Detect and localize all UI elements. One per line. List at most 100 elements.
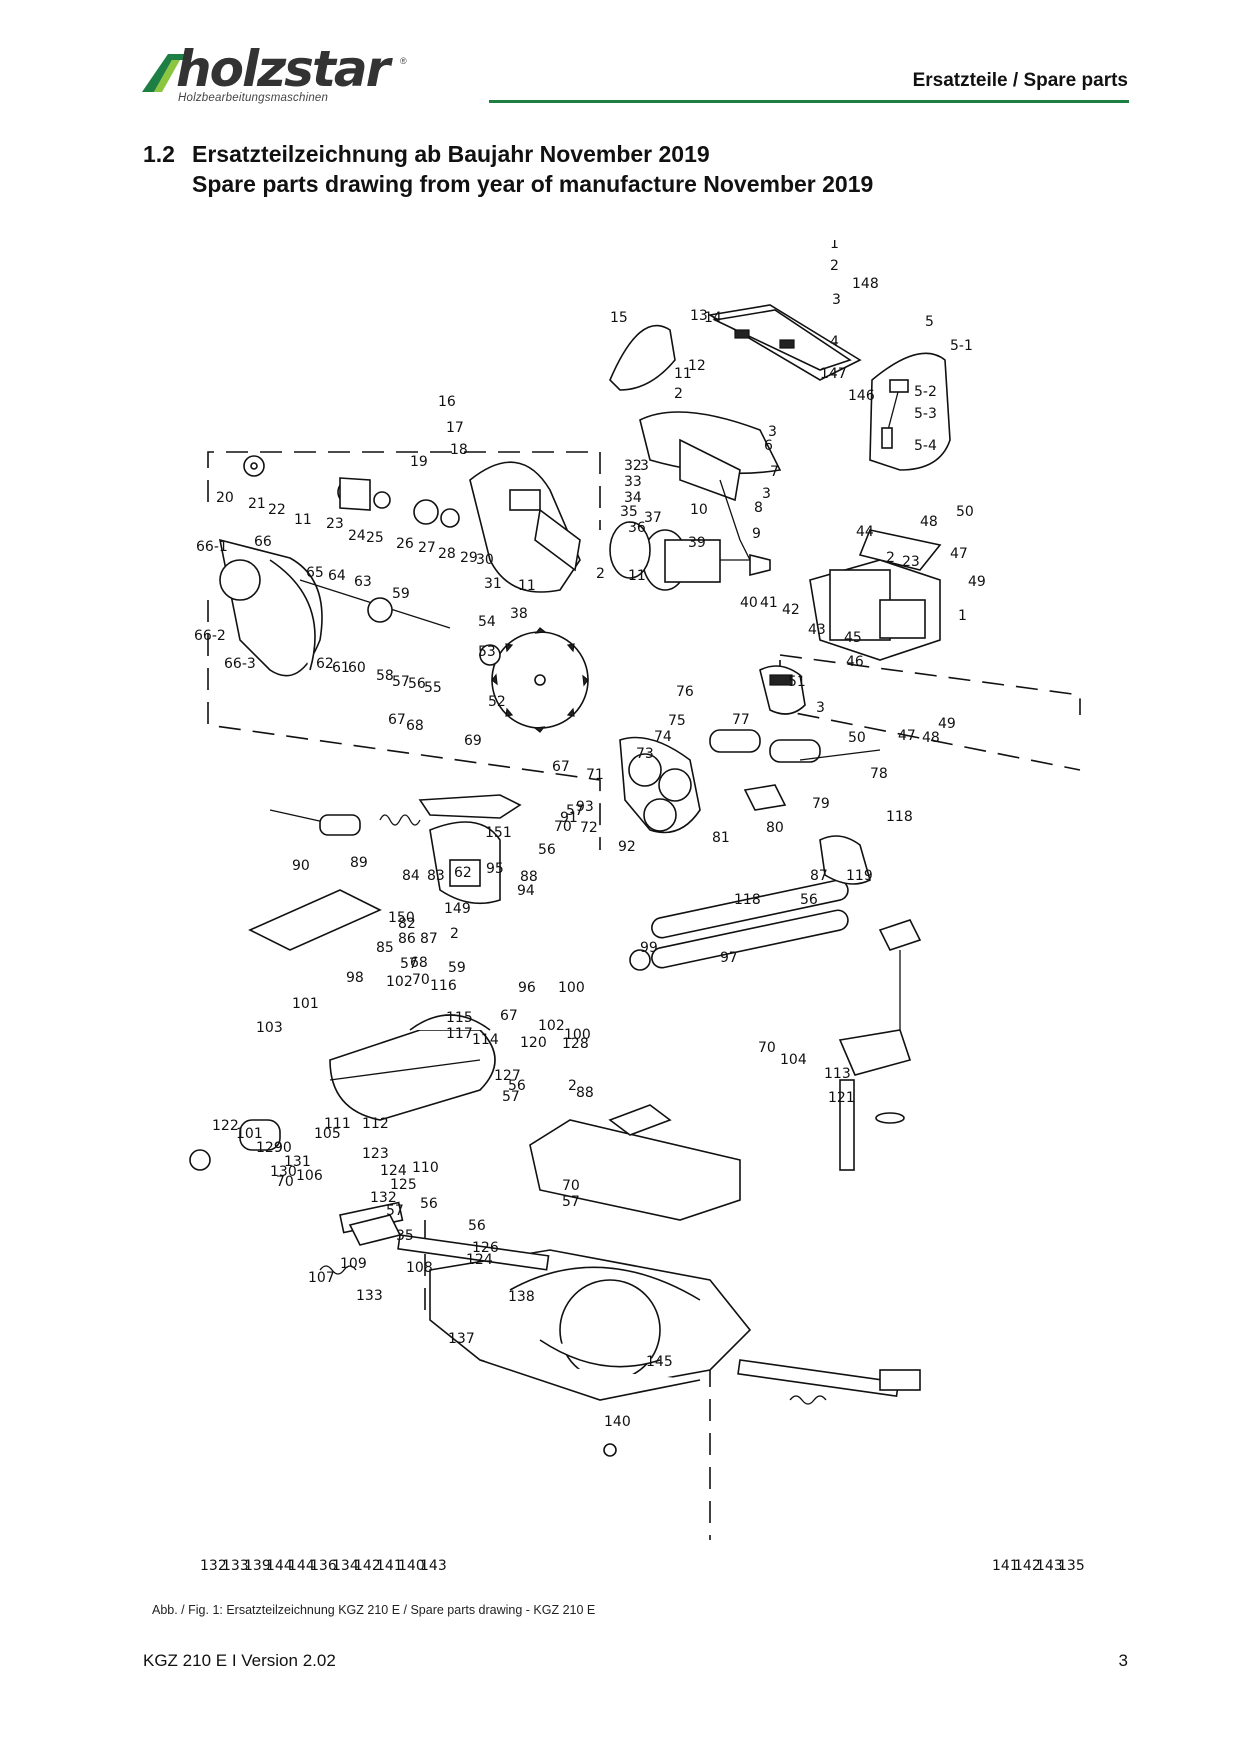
part-number-label: 56 [538, 842, 556, 858]
part-number-label: 102 [538, 1018, 565, 1034]
switch-box [869, 352, 951, 471]
part-number-label: 1 [958, 608, 967, 624]
header-divider [489, 100, 1129, 103]
part-number-label: 66 [254, 534, 272, 550]
part-number-label: 31 [484, 576, 502, 592]
part-number-label: 65 [306, 565, 324, 581]
part-number-label: 32 [624, 458, 642, 474]
part-number-label: 142 [354, 1558, 381, 1574]
handle-cover [609, 324, 676, 391]
part-number-label: 11 [294, 512, 312, 528]
part-number-label: 147 [820, 366, 847, 382]
holzstar-logo-mark [142, 54, 184, 92]
part-number-label: 56 [800, 892, 818, 908]
upper-blade-guard [469, 461, 581, 593]
part-number-label: 149 [444, 901, 471, 917]
part-number-label: 140 [398, 1558, 425, 1574]
part-number-label: 46 [846, 654, 864, 670]
part-number-label: 81 [712, 830, 730, 846]
part-number-label: 23 [902, 554, 920, 570]
part-number-label: 12 [688, 358, 706, 374]
part-number-label: 110 [412, 1160, 439, 1176]
part-number-label: 4 [830, 334, 839, 350]
part-number-label: 122 [212, 1118, 239, 1134]
part-number-label: 43 [808, 622, 826, 638]
part-number-label: 138 [508, 1289, 535, 1305]
footer-page-number: 3 [1118, 1651, 1128, 1670]
part-number-label: 33 [624, 474, 642, 490]
part-number-label: 63 [354, 574, 372, 590]
part-number-label: 143 [1036, 1558, 1063, 1574]
part-number-label: 56 [468, 1218, 486, 1234]
part-number-label: 11 [674, 366, 692, 382]
part-number-label: 25 [366, 530, 384, 546]
part-number-label: 14 [704, 310, 722, 326]
arbor-shaft [299, 579, 501, 666]
part-number-label: 57 [562, 1194, 580, 1210]
part-number-label: 151 [485, 825, 512, 841]
part-number-label: 133 [222, 1558, 249, 1574]
part-number-label: 70 [412, 972, 430, 988]
pivot-arm [418, 736, 701, 834]
part-number-label: 57 [502, 1089, 520, 1105]
part-number-label: 126 [472, 1240, 499, 1256]
part-number-label: 87 [810, 868, 828, 884]
part-number-label: 62 [316, 656, 334, 672]
section-number: 1.2 [143, 141, 175, 167]
part-number-label: 78 [870, 766, 888, 782]
part-number-label: 42 [782, 602, 800, 618]
logo-subtitle: Holzbearbeitungsmaschinen [178, 92, 329, 104]
part-number-label: 98 [346, 970, 364, 986]
slide-rails [629, 835, 871, 971]
part-number-label: 70 [554, 819, 572, 835]
part-number-label: 100 [558, 980, 585, 996]
part-number-label: 133 [356, 1288, 383, 1304]
part-number-label: 2 [886, 550, 895, 566]
part-number-label: 66-1 [196, 539, 228, 555]
part-number-label: 91 [560, 810, 578, 826]
part-number-label: 3 [768, 424, 777, 440]
part-number-label: 2 [568, 1078, 577, 1094]
part-number-label: 59 [448, 960, 466, 976]
part-number-label: 44 [856, 524, 874, 540]
part-number-label: 136 [310, 1558, 337, 1574]
part-number-label: 104 [780, 1052, 807, 1068]
part-number-label: 128 [562, 1036, 589, 1052]
part-number-label: 11 [628, 568, 646, 584]
part-number-label: 38 [510, 606, 528, 622]
part-number-label: 143 [420, 1558, 447, 1574]
pivot-shaft-springs [269, 809, 501, 905]
part-number-label: 79 [812, 796, 830, 812]
part-number-label: 121 [828, 1090, 855, 1106]
turntable [189, 1014, 496, 1171]
part-number-label: 115 [446, 1010, 473, 1026]
part-number-label: 24 [348, 528, 366, 544]
part-number-label: 27 [418, 540, 436, 556]
part-number-label: 62 [454, 865, 472, 881]
part-number-label: 125 [390, 1177, 417, 1193]
part-number-label: 53 [478, 644, 496, 660]
part-number-label: 69 [464, 733, 482, 749]
part-number-label: 116 [430, 978, 457, 994]
part-number-label: 52 [488, 694, 506, 710]
part-number-label: 137 [448, 1331, 475, 1347]
part-number-label: 11 [518, 578, 536, 594]
part-number-labels: 121483455-15-25-35-413141514714611122367… [194, 240, 1085, 1574]
part-number-label: 103 [256, 1020, 283, 1036]
part-number-label: 80 [766, 820, 784, 836]
part-number-label: 16 [438, 394, 456, 410]
part-number-label: 82 [398, 916, 416, 932]
part-number-label: 70 [276, 1174, 294, 1190]
part-number-label: 71 [586, 767, 604, 783]
part-number-label: 118 [886, 809, 913, 825]
part-number-label: 117 [446, 1026, 473, 1042]
part-number-label: 10 [690, 502, 708, 518]
part-number-label: 127 [494, 1068, 521, 1084]
part-number-label: 119 [846, 868, 873, 884]
part-number-label: 130 [270, 1164, 297, 1180]
part-number-label: 57 [566, 803, 584, 819]
part-number-label: 132 [370, 1190, 397, 1206]
part-number-label: 85 [376, 940, 394, 956]
part-number-label: 6 [764, 438, 773, 454]
part-number-label: 1 [830, 240, 839, 252]
